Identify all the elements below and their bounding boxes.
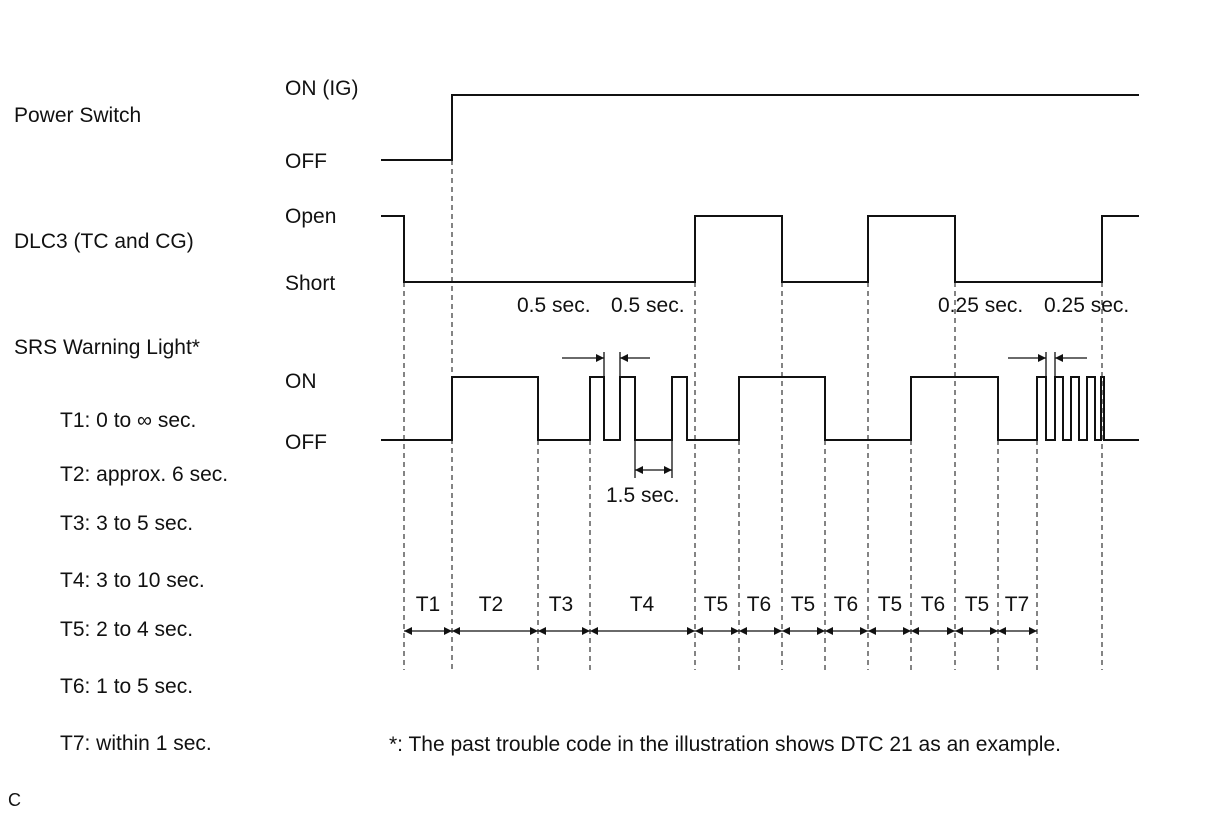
arrowhead [635,466,643,474]
arrowhead [782,627,790,635]
timing-label-0-5-sec-b: 0.5 sec. [611,294,685,317]
arrowhead [582,627,590,635]
arrowhead [911,627,919,635]
interval-label-t1: T1 [416,593,441,616]
arrowhead [596,354,604,362]
arrowhead [955,627,963,635]
arrowhead [825,627,833,635]
timing-label-0-5-sec-a: 0.5 sec. [517,294,591,317]
footnote: *: The past trouble code in the illustra… [389,733,1061,756]
timing-label-0-25-sec-b: 0.25 sec. [1044,294,1129,317]
interval-label-t2: T2 [479,593,504,616]
interval-desc-t3: T3: 3 to 5 sec. [60,512,193,535]
arrowhead [664,466,672,474]
arrowhead [774,627,782,635]
arrowhead [860,627,868,635]
power-switch-waveform [381,94,1139,161]
interval-desc-t4: T4: 3 to 10 sec. [60,569,205,592]
srs-warning-light-waveform [381,376,1139,441]
arrowhead [868,627,876,635]
power-on-level-label: ON (IG) [285,77,359,100]
arrowhead [1038,354,1046,362]
interval-label-t6: T6 [834,593,859,616]
arrowhead [687,627,695,635]
arrowhead [1029,627,1037,635]
dlc3-open-level-label: Open [285,205,336,228]
interval-label-t6: T6 [747,593,772,616]
arrowhead [452,627,460,635]
power-switch-label: Power Switch [14,104,141,127]
one-and-half-second-dimension [634,440,673,478]
timing-label-1-5-sec: 1.5 sec. [606,484,680,507]
corner-mark: C [8,790,21,810]
arrowhead [444,627,452,635]
dlc3-short-level-label: Short [285,272,335,295]
power-off-level-label: OFF [285,150,327,173]
interval-label-t6: T6 [921,593,946,616]
interval-label-t3: T3 [549,593,574,616]
srs-warning-light-label: SRS Warning Light* [14,336,200,359]
srs-on-level-label: ON [285,370,317,393]
dlc3-label: DLC3 (TC and CG) [14,230,194,253]
interval-label-t7: T7 [1005,593,1030,616]
arrowhead [538,627,546,635]
half-second-dimension [562,352,650,377]
arrowhead [695,627,703,635]
interval-desc-t1: T1: 0 to ∞ sec. [60,409,196,432]
arrowhead [1055,354,1063,362]
dlc3-waveform [381,215,1139,283]
arrowhead [731,627,739,635]
timing-label-0-25-sec-a: 0.25 sec. [938,294,1023,317]
arrowhead [530,627,538,635]
arrowhead [998,627,1006,635]
interval-desc-t6: T6: 1 to 5 sec. [60,675,193,698]
interval-label-t5: T5 [791,593,816,616]
interval-label-t5: T5 [965,593,990,616]
interval-span-arrows [404,627,1037,635]
arrowhead [739,627,747,635]
arrowhead [404,627,412,635]
interval-label-t5: T5 [704,593,729,616]
arrowhead [590,627,598,635]
interval-desc-t2: T2: approx. 6 sec. [60,463,228,486]
arrowhead [990,627,998,635]
srs-off-level-label: OFF [285,431,327,454]
interval-label-t5: T5 [878,593,903,616]
arrowhead [947,627,955,635]
arrowhead [620,354,628,362]
interval-label-t4: T4 [630,593,655,616]
arrowhead [817,627,825,635]
interval-desc-t7: T7: within 1 sec. [60,732,212,755]
quarter-second-dimension [1008,352,1087,377]
interval-desc-t5: T5: 2 to 4 sec. [60,618,193,641]
arrowhead [903,627,911,635]
